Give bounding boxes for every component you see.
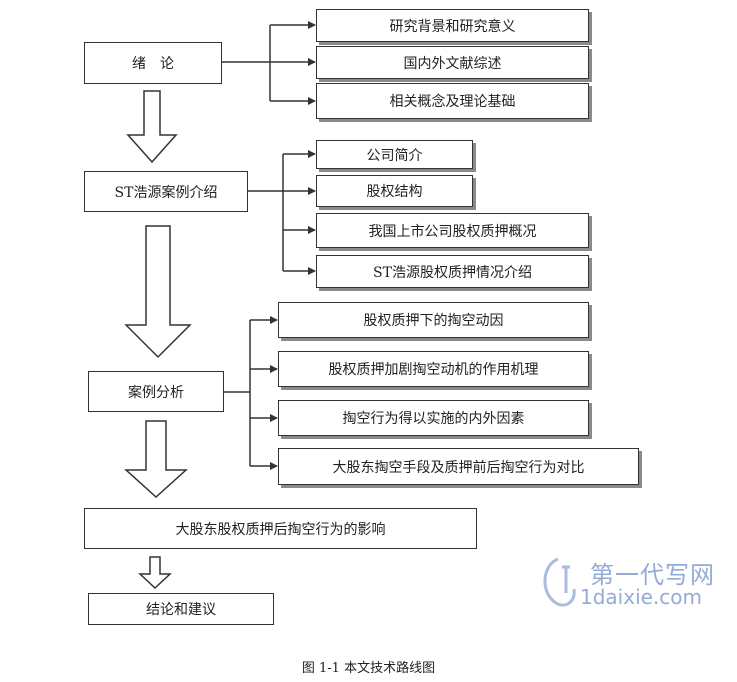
watermark-brand-cn: 第一代写网 <box>590 561 715 589</box>
figure-caption: 图 1-1 本文技术路线图 <box>301 661 436 676</box>
block-arrow-3 <box>124 420 188 499</box>
block-arrow-4 <box>138 556 172 590</box>
node-company: 公司简介 <box>316 140 473 169</box>
node-conclusion: 结论和建议 <box>88 593 274 625</box>
node-st-pledge: ST浩源股权质押情况介绍 <box>316 255 589 288</box>
node-impact: 大股东股权质押后掏空行为的影响 <box>84 508 477 549</box>
node-case-intro: ST浩源案例介绍 <box>84 171 248 212</box>
node-intro: 绪 论 <box>84 42 222 84</box>
node-concepts: 相关概念及理论基础 <box>316 83 589 119</box>
watermark-logo-icon <box>543 557 576 607</box>
node-equity: 股权结构 <box>316 175 473 207</box>
block-arrow-1 <box>126 90 178 164</box>
node-case-analysis: 案例分析 <box>88 371 224 412</box>
block-arrow-2 <box>124 225 192 359</box>
node-market-pledge: 我国上市公司股权质押概况 <box>316 213 589 248</box>
watermark-brand-url: 1daixie.com <box>580 585 703 609</box>
node-mechanism: 股权质押加剧掏空动机的作用机理 <box>278 351 589 387</box>
node-literature: 国内外文献综述 <box>316 46 589 79</box>
node-motive: 股权质押下的掏空动因 <box>278 302 589 338</box>
node-comparison: 大股东掏空手段及质押前后掏空行为对比 <box>278 448 639 485</box>
node-background: 研究背景和研究意义 <box>316 9 589 42</box>
node-factors: 掏空行为得以实施的内外因素 <box>278 400 589 436</box>
